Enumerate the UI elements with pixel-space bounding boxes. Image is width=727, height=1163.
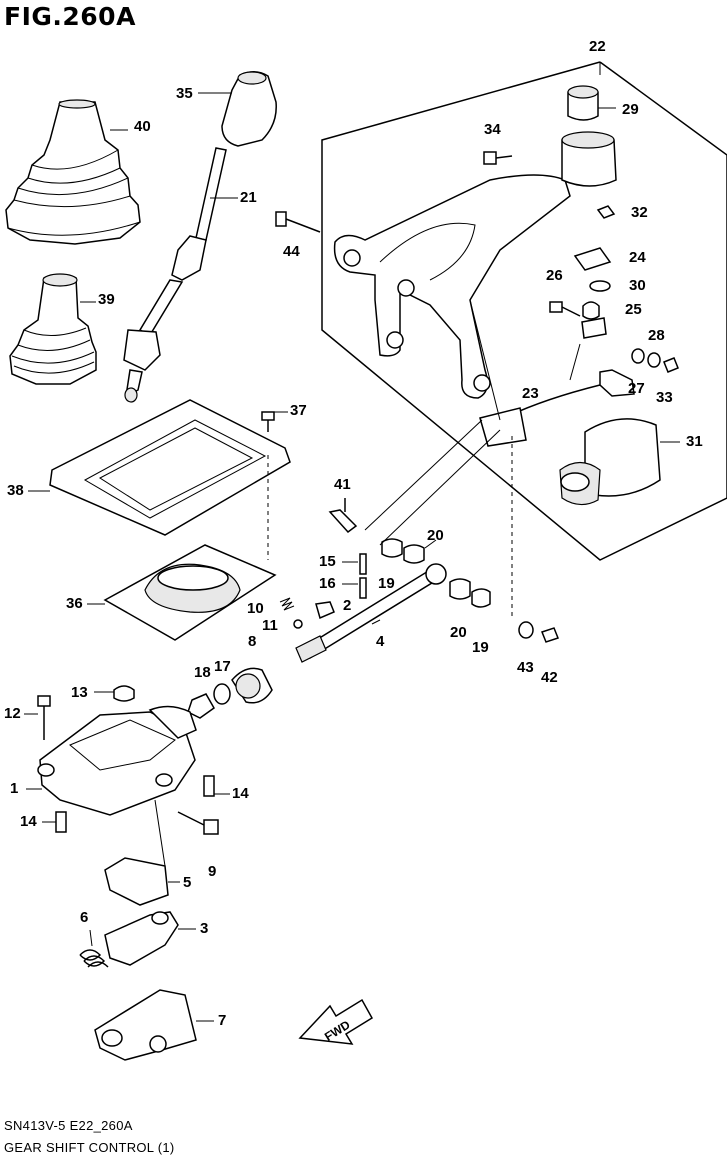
case-1-drawing — [26, 705, 197, 816]
callout-c6: 6 — [80, 909, 88, 926]
callout-c44: 44 — [283, 243, 300, 260]
callout-c14b: 14 — [20, 813, 37, 830]
callout-c15: 15 — [319, 553, 336, 570]
figure-name: GEAR SHIFT CONTROL (1) — [4, 1140, 175, 1155]
figure-code: SN413V-5 E22_260A — [4, 1118, 133, 1133]
bracket-7-drawing — [94, 989, 214, 1061]
callout-c28: 28 — [648, 327, 665, 344]
callout-c2: 2 — [343, 597, 351, 614]
dowels-14 — [42, 775, 230, 833]
callout-c14a: 14 — [232, 785, 249, 802]
callout-c32: 32 — [631, 204, 648, 221]
callout-c11: 11 — [262, 617, 278, 634]
callout-c10: 10 — [247, 600, 264, 617]
bracket-5-drawing — [104, 799, 180, 906]
fwd-arrow-icon: FWD — [298, 998, 374, 1045]
callout-c24: 24 — [629, 249, 646, 266]
housing-29-drawing — [561, 85, 617, 187]
callout-c33: 33 — [656, 389, 673, 406]
callout-c4: 4 — [376, 633, 385, 650]
callout-c43: 43 — [517, 659, 534, 676]
callout-c42: 42 — [541, 669, 558, 686]
bolt-34-drawing — [483, 151, 513, 165]
bolt-44-drawing — [275, 211, 321, 233]
callout-c3: 3 — [200, 920, 208, 937]
small-parts-10-11-2 — [279, 597, 335, 629]
callout-c36: 36 — [66, 595, 83, 612]
spring-6-drawing — [79, 929, 109, 968]
callout-c9: 9 — [208, 863, 216, 880]
callout-c29: 29 — [622, 101, 639, 118]
callout-c30: 30 — [629, 277, 646, 294]
callout-c20b: 20 — [450, 624, 467, 641]
callout-c17: 17 — [214, 658, 231, 675]
callout-c16: 16 — [319, 575, 336, 592]
parts-8-17-18 — [187, 667, 273, 719]
callout-c22: 22 — [589, 38, 606, 55]
assembly-leader-lines — [364, 299, 581, 620]
callout-c23: 23 — [522, 385, 539, 402]
housing-31-drawing — [559, 418, 680, 506]
shaft-4-drawing — [295, 563, 447, 663]
callout-c8: 8 — [248, 633, 256, 650]
assembly-22-outline — [321, 61, 727, 561]
callout-c12: 12 — [4, 705, 21, 722]
boot-39-drawing — [9, 273, 97, 385]
frame-38-drawing — [28, 399, 291, 536]
nut-washer-42-43 — [518, 621, 559, 643]
bolt-12-drawing — [24, 695, 51, 740]
callout-c19b: 19 — [472, 639, 489, 656]
bracket-arm-drawing — [333, 174, 571, 399]
callout-c34: 34 — [484, 121, 501, 138]
shift-lever-21-drawing — [123, 147, 238, 403]
bushings-19-20-bottom — [449, 578, 491, 608]
small-parts-27-28-33 — [631, 348, 679, 373]
callout-c37: 37 — [290, 402, 307, 419]
callout-c20a: 20 — [427, 527, 444, 544]
callout-c27: 27 — [628, 380, 645, 397]
small-parts-24-32 — [549, 205, 616, 339]
callout-c1: 1 — [10, 780, 18, 797]
bolt-37-drawing — [261, 411, 288, 560]
callout-c25: 25 — [625, 301, 642, 318]
callout-c18: 18 — [194, 664, 211, 681]
bolt-9-drawing — [177, 811, 219, 835]
shift-knob-35-drawing — [198, 71, 277, 147]
bolt-41-drawing — [328, 498, 358, 534]
plug-13-drawing — [94, 685, 135, 702]
callout-c41: 41 — [334, 476, 351, 493]
callout-c39: 39 — [98, 291, 115, 308]
callout-c21: 21 — [240, 189, 257, 206]
figure-title: FIG.260A — [4, 2, 136, 31]
callout-labels: 1234567891011121314141516171819192020212… — [4, 38, 703, 1029]
bushings-19-20-top — [381, 538, 437, 564]
callout-c26: 26 — [546, 267, 563, 284]
pins-15-16 — [342, 553, 367, 599]
callout-c40: 40 — [134, 118, 151, 135]
callout-c38: 38 — [7, 482, 24, 499]
callout-c19a: 19 — [378, 575, 395, 592]
callout-c5: 5 — [183, 874, 191, 891]
callout-c13: 13 — [71, 684, 88, 701]
lever-3-drawing — [104, 911, 196, 966]
callout-c7: 7 — [218, 1012, 226, 1029]
callout-c31: 31 — [686, 433, 703, 450]
callout-c35: 35 — [176, 85, 193, 102]
plate-36-drawing — [87, 544, 277, 641]
cable-23-drawing — [479, 369, 635, 447]
boot-40-drawing — [5, 99, 141, 245]
